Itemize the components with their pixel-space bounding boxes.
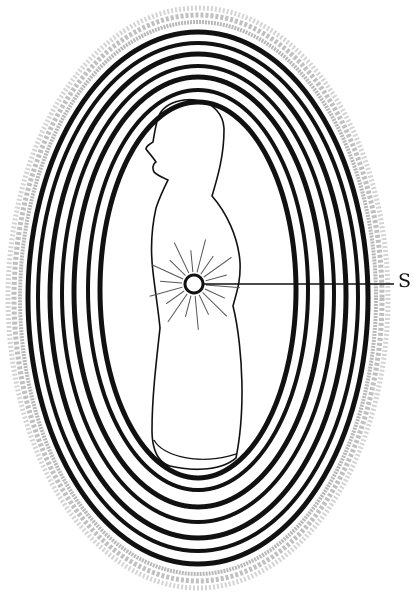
radiating-ray bbox=[160, 281, 182, 283]
concentric-aura-rings bbox=[28, 32, 368, 564]
radiating-ray bbox=[170, 260, 186, 275]
radiating-ray bbox=[204, 257, 232, 277]
radiating-ray bbox=[185, 296, 191, 317]
pointer-label: S bbox=[398, 272, 411, 291]
radiating-ray bbox=[199, 295, 208, 315]
radiating-ray bbox=[168, 294, 187, 322]
radiating-ray bbox=[197, 239, 206, 272]
radiating-ray bbox=[206, 275, 227, 281]
outer-aura-halo bbox=[8, 8, 388, 588]
aura-ring-2 bbox=[38, 43, 358, 551]
aura-ring-3 bbox=[50, 54, 346, 538]
radiating-ray bbox=[206, 285, 240, 288]
center-point bbox=[185, 275, 203, 293]
radiating-ray bbox=[205, 289, 225, 298]
aura-ring-1 bbox=[28, 32, 368, 564]
radiating-ray bbox=[195, 296, 198, 330]
radiating-ray bbox=[191, 250, 193, 272]
aura-ring-4 bbox=[62, 66, 334, 522]
hip-contour-line bbox=[154, 440, 236, 459]
radiating-ray bbox=[203, 292, 227, 316]
radiating-ray bbox=[152, 265, 183, 279]
radiating-ray bbox=[174, 242, 189, 273]
